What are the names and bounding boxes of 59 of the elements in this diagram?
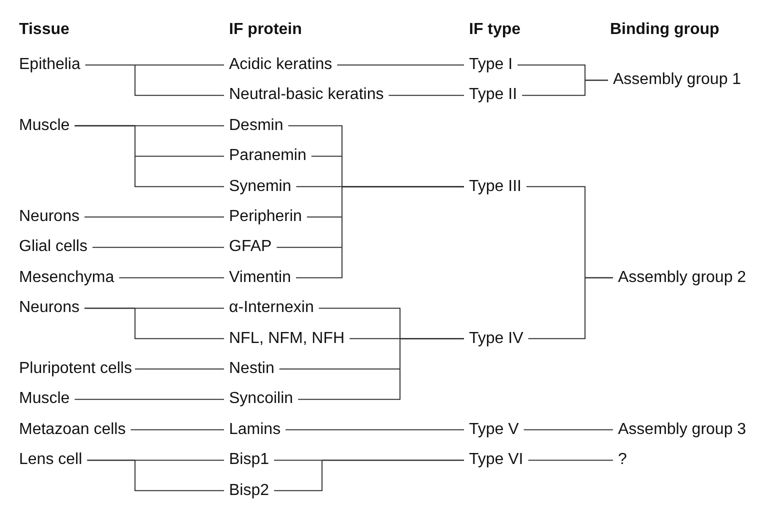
connector-line bbox=[388, 94, 464, 96]
node-label: α-Internexin bbox=[224, 298, 319, 318]
node-label: Type IV bbox=[464, 328, 528, 349]
node-label: Nestin bbox=[224, 359, 280, 379]
connector-line bbox=[295, 186, 464, 278]
connector-line bbox=[522, 80, 608, 96]
node-label: Syncoilin bbox=[224, 389, 298, 410]
connector-line bbox=[528, 277, 614, 340]
node-label: Neurons bbox=[14, 207, 84, 227]
column-header: Tissue bbox=[19, 20, 70, 40]
node-label: Synemin bbox=[224, 176, 296, 197]
node-label: Type II bbox=[464, 85, 522, 106]
node-label: Mesenchyma bbox=[14, 268, 120, 288]
node-label: Epithelia bbox=[14, 55, 86, 75]
node-label: Peripherin bbox=[224, 207, 307, 227]
node-label: Assembly group 1 bbox=[608, 70, 746, 90]
node-label: GFAP bbox=[224, 237, 277, 258]
node-label: Paranemin bbox=[224, 146, 312, 166]
connector-line bbox=[285, 429, 464, 430]
connector-line bbox=[74, 398, 224, 400]
connector-line bbox=[528, 460, 614, 461]
connector-line bbox=[74, 125, 224, 188]
node-label: Neurons bbox=[14, 298, 84, 318]
connector-line bbox=[84, 308, 224, 340]
node-label: Type I bbox=[464, 55, 518, 75]
connector-line bbox=[274, 460, 464, 492]
node-label: Pluripotent cells bbox=[14, 359, 137, 379]
node-label: Vimentin bbox=[224, 268, 296, 288]
node-label: Lens cell bbox=[14, 450, 88, 470]
connector-line bbox=[84, 216, 224, 218]
node-label: Type V bbox=[464, 420, 524, 440]
column-header: IF protein bbox=[229, 20, 302, 40]
node-label: Assembly group 2 bbox=[613, 268, 752, 288]
node-label: ? bbox=[613, 450, 632, 470]
node-label: Bisp1 bbox=[224, 450, 274, 470]
node-label: Type VI bbox=[464, 450, 528, 470]
node-label: Type III bbox=[464, 176, 526, 197]
connector-line bbox=[92, 246, 224, 248]
connector-line bbox=[298, 338, 464, 400]
node-label: Desmin bbox=[224, 116, 288, 136]
node-label: Metazoan cells bbox=[14, 420, 131, 440]
node-label: Muscle bbox=[14, 116, 75, 136]
connector-line bbox=[130, 429, 224, 430]
connector-line bbox=[84, 64, 224, 96]
node-label: Muscle bbox=[14, 389, 75, 410]
node-label: Bisp2 bbox=[224, 480, 274, 501]
connector-line bbox=[336, 64, 464, 66]
connector-line bbox=[86, 460, 224, 492]
connector-line bbox=[118, 277, 224, 278]
column-header: Binding group bbox=[610, 20, 720, 40]
connector-line bbox=[134, 368, 224, 370]
node-label: Assembly group 3 bbox=[613, 420, 752, 440]
node-label: Neutral-basic keratins bbox=[224, 85, 389, 106]
column-header: IF type bbox=[469, 20, 521, 40]
node-label: Lamins bbox=[224, 420, 286, 440]
connector-line bbox=[523, 429, 614, 430]
node-label: NFL, NFM, NFH bbox=[224, 328, 350, 349]
node-label: Acidic keratins bbox=[224, 55, 338, 75]
node-label: Glial cells bbox=[14, 237, 92, 258]
